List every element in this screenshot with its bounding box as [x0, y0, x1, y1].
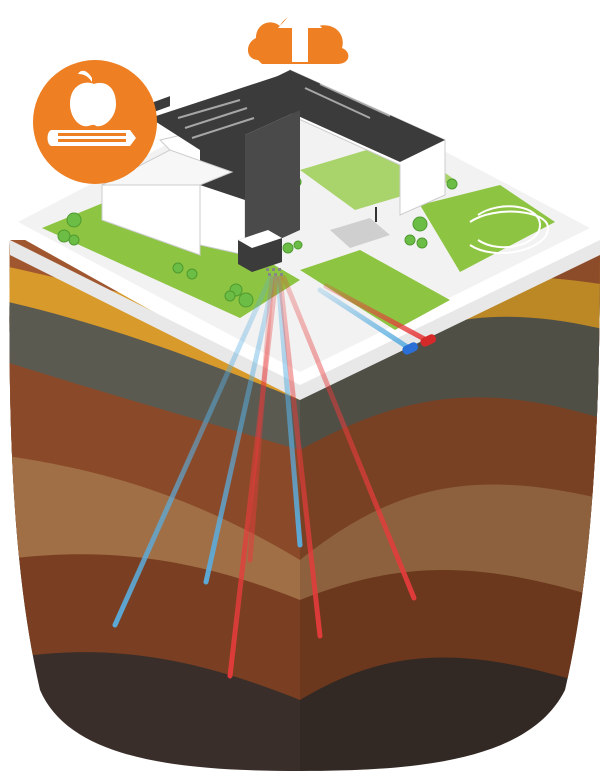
- surface-top: [18, 75, 590, 372]
- tree: [57, 229, 71, 243]
- apple-on-books-icon: [47, 70, 136, 146]
- borehole-manifold: [266, 268, 283, 276]
- hot-borehole: [247, 275, 275, 563]
- hot-feed-pipe: [323, 283, 433, 345]
- cold-borehole: [112, 275, 273, 628]
- borehole-pipes: [112, 275, 417, 679]
- rooftop-vent: [190, 117, 212, 136]
- tree: [172, 262, 184, 274]
- center-dark-face: [245, 110, 300, 255]
- tree: [66, 212, 82, 228]
- school-badge: [33, 60, 157, 184]
- tree: [68, 234, 80, 246]
- cold-borehole: [203, 275, 277, 585]
- solar-panels: [177, 83, 439, 139]
- center-roof: [150, 72, 300, 200]
- tree: [412, 216, 428, 232]
- tree: [282, 242, 294, 254]
- school-building: [101, 69, 446, 276]
- hot-borehole: [281, 275, 417, 601]
- tree: [186, 268, 198, 280]
- running-track-outer: [469, 210, 550, 254]
- right-face-shade: [300, 250, 600, 771]
- tree: [404, 234, 416, 246]
- running-track: [477, 205, 542, 249]
- hot-borehole: [277, 275, 323, 639]
- hot-pipe-end: [420, 334, 437, 347]
- lawn-front: [300, 250, 450, 330]
- tree: [416, 237, 428, 249]
- tree: [238, 292, 254, 308]
- rooftop-vent: [168, 106, 190, 125]
- left-wing-roof: [101, 149, 234, 186]
- cold-borehole: [275, 275, 303, 548]
- cloud-badge: [247, 4, 349, 65]
- tree: [224, 290, 236, 302]
- cold-feed-pipe: [317, 287, 415, 353]
- heat-pump-top: [238, 230, 282, 248]
- tree: [446, 178, 458, 190]
- tree: [293, 240, 303, 250]
- surface-pipes: [317, 283, 437, 355]
- basketball-court: [330, 218, 390, 248]
- cold-pipe-end: [402, 342, 419, 355]
- cloud-upload-icon: [247, 4, 349, 65]
